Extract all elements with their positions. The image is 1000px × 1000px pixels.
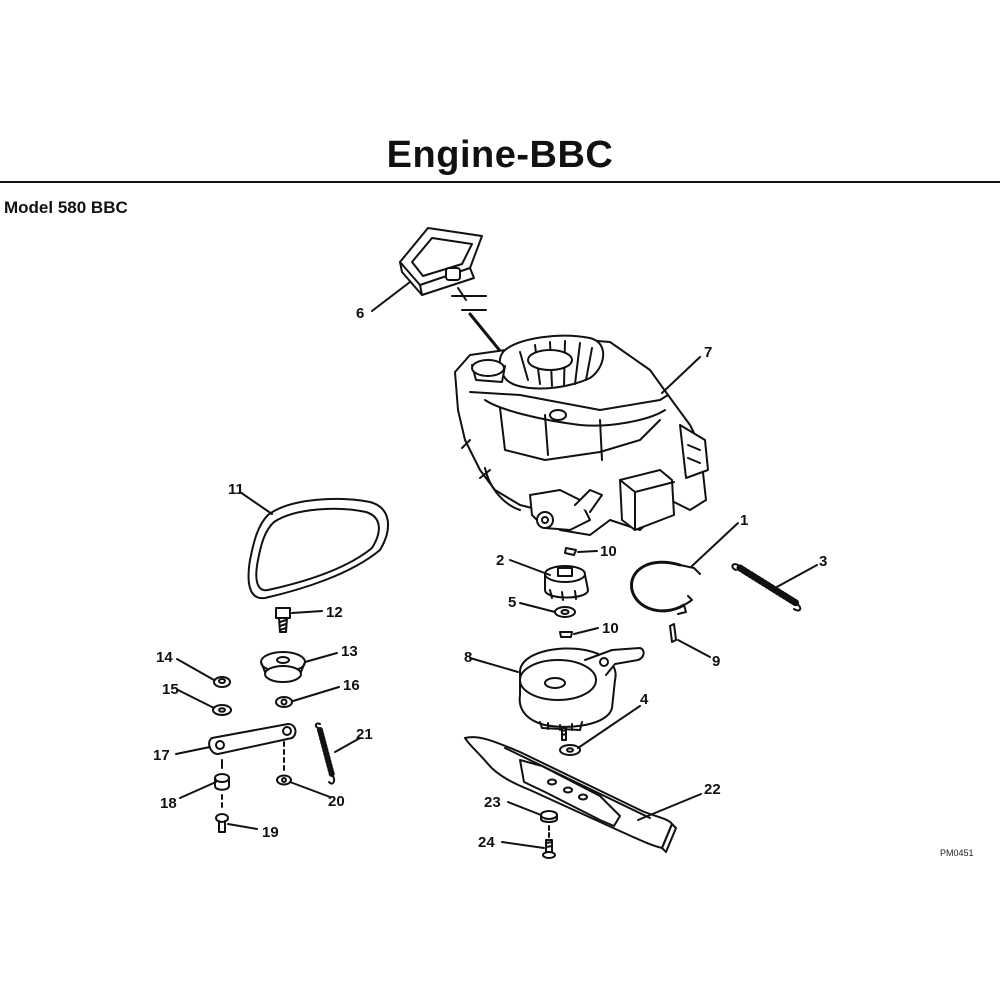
callout-24: 24 (478, 834, 495, 851)
callout-7: 7 (704, 344, 712, 361)
callout-3: 3 (819, 553, 827, 570)
callout-10-upper: 10 (600, 543, 617, 560)
callout-12: 12 (326, 604, 343, 621)
callout-23: 23 (484, 794, 501, 811)
ring-bracket-part (630, 560, 701, 615)
callout-9: 9 (712, 653, 720, 670)
rope-handle-part (399, 227, 516, 370)
callout-4: 4 (640, 691, 649, 708)
v-belt-part (247, 497, 390, 600)
title-rule (0, 181, 1000, 183)
pin-9-part (669, 623, 677, 643)
callout-8: 8 (464, 649, 472, 666)
bolt-12-part (275, 607, 291, 633)
callout-21: 21 (356, 726, 373, 743)
washer-bolt-4-part (559, 727, 581, 756)
washer-5-part (554, 606, 576, 618)
blade-part (464, 736, 677, 853)
callout-6: 6 (356, 305, 364, 322)
blade-brake-clutch-part (518, 647, 645, 731)
callout-16: 16 (343, 677, 360, 694)
washer-15-part (212, 704, 232, 716)
callout-11: 11 (228, 481, 244, 498)
key-lower-part (559, 631, 573, 638)
nut-16-part (275, 696, 293, 708)
engine-part (454, 334, 709, 536)
washer-23-part (540, 810, 558, 823)
nut-20-part (276, 774, 292, 786)
spacer-18-part (214, 773, 230, 791)
callout-2: 2 (496, 552, 504, 569)
leader-lines (175, 281, 818, 849)
callout-numbers: 6 7 11 1 2 3 10 12 5 10 8 9 13 14 15 16 … (153, 305, 827, 851)
callout-13: 13 (341, 643, 358, 660)
callout-14: 14 (156, 649, 173, 666)
callout-18: 18 (160, 795, 177, 812)
key-upper-part (564, 547, 577, 556)
bolt-24-part (542, 839, 556, 859)
callout-1: 1 (740, 512, 748, 529)
page-title: Engine-BBC (386, 134, 614, 176)
bolt-19-part (215, 813, 229, 833)
callout-20: 20 (328, 793, 345, 810)
idler-arm-part (208, 723, 297, 755)
idler-pulley-part (260, 651, 306, 683)
model-label: Model 580 BBC (4, 198, 128, 217)
drawing-code: PM0451 (940, 848, 974, 858)
nut-14-part (213, 676, 231, 688)
callout-10-lower: 10 (602, 620, 619, 637)
callout-22: 22 (704, 781, 721, 798)
spring-21-part (314, 722, 336, 785)
callout-19: 19 (262, 824, 279, 841)
pulley-hub-part (544, 565, 589, 601)
callout-5: 5 (508, 594, 516, 611)
callout-15: 15 (162, 681, 179, 698)
callout-17: 17 (153, 747, 170, 764)
extension-spring-part (731, 563, 802, 612)
